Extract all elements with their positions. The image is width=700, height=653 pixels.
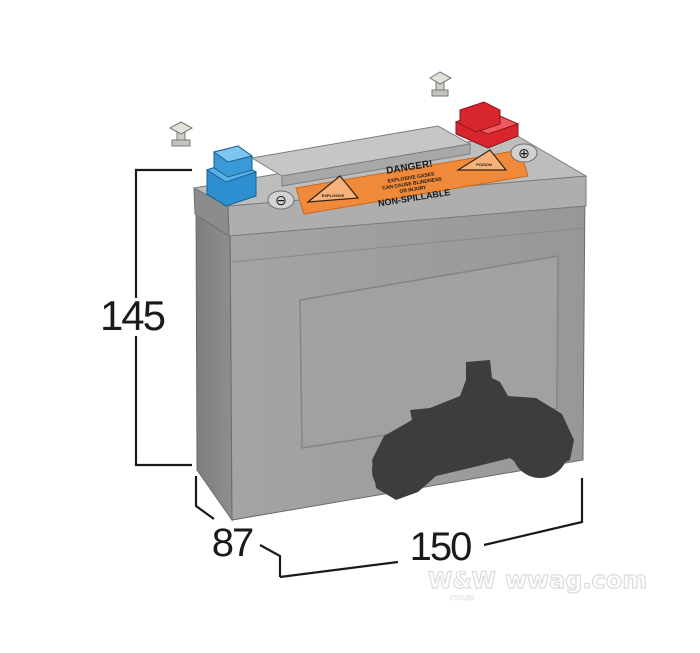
label-line-3: OR INJURY (399, 185, 427, 195)
negative-terminal (205, 145, 258, 207)
watermark-brand: W&W (428, 569, 496, 594)
lid-seam (231, 227, 586, 263)
explosive-icon-text: EXPLOSIVE (322, 193, 345, 198)
depth-value: 87 (212, 521, 253, 565)
negative-bolt (168, 121, 194, 147)
positive-polarity-mark: ⊕ (510, 143, 538, 163)
poison-hazard-icon (455, 149, 508, 171)
poison-icon-text: POISON (476, 162, 492, 167)
motorcycle-silhouette (372, 360, 574, 500)
watermark-sub: CYCLES (449, 595, 474, 602)
width-dimension (279, 478, 584, 579)
warning-label: DANGER! EXPLOSIVE GASES CAN CAUSE BLINDN… (295, 149, 529, 215)
negative-symbol: ⊖ (275, 192, 287, 208)
watermark: W&W CYCLES wwag.com (428, 565, 648, 602)
positive-bolt (429, 71, 453, 97)
width-value: 150 (410, 525, 471, 569)
depth-dimension (194, 476, 282, 577)
negative-polarity-mark: ⊖ (267, 190, 295, 210)
height-dimension (134, 168, 192, 467)
lid-ridge-front (281, 143, 471, 187)
height-value: 145 (100, 292, 165, 339)
watermark-site: wwag.com (505, 566, 648, 594)
battery-side-face (195, 194, 233, 522)
explosive-hazard-icon (306, 175, 360, 203)
positive-terminal (454, 101, 520, 149)
positive-symbol: ⊕ (518, 145, 530, 161)
